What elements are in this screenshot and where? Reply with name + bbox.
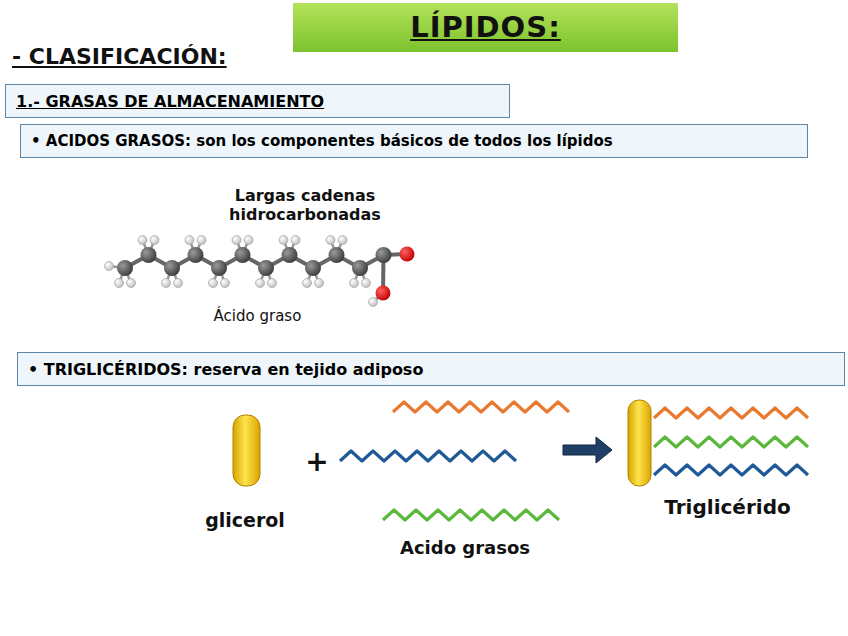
carbon-atom xyxy=(258,260,274,276)
hydrogen-atom xyxy=(232,236,241,245)
oxygen-atom xyxy=(400,247,415,262)
label: Acido grasos xyxy=(385,537,545,559)
label: + xyxy=(301,445,333,479)
carbon-atom xyxy=(211,260,227,276)
hydrogen-atom xyxy=(303,279,312,288)
hydrogen-atom xyxy=(338,236,347,245)
carbon-atom xyxy=(376,247,392,263)
hydrogen-atom xyxy=(326,236,335,245)
hydrogen-atom xyxy=(105,262,114,271)
carbon-atom xyxy=(352,260,368,276)
hydrogen-atom xyxy=(209,279,218,288)
box-text: • TRIGLICÉRIDOS: reserva en tejido adipo… xyxy=(18,360,433,379)
hydrogen-atom xyxy=(127,279,136,288)
hydrogen-atom xyxy=(369,298,378,307)
fatty-acid-chains xyxy=(340,402,808,520)
triglyceride-glycerol xyxy=(628,400,651,486)
label: Triglicérido xyxy=(650,495,805,519)
section-box: • ACIDOS GRASOS: son los componentes bás… xyxy=(20,124,808,158)
section-box: 1.- GRASAS DE ALMACENAMIENTO xyxy=(5,84,510,118)
oxygen-atom xyxy=(376,286,391,301)
hydrogen-atom xyxy=(291,236,300,245)
box-text: 1.- GRASAS DE ALMACENAMIENTO xyxy=(6,92,334,111)
hydrogen-atom xyxy=(244,236,253,245)
hydrogen-atom xyxy=(138,236,147,245)
title: LÍPIDOS: xyxy=(293,3,678,52)
box-text: • ACIDOS GRASOS: son los componentes bás… xyxy=(21,132,623,150)
label: - CLASIFICACIÓN: xyxy=(12,44,312,70)
carbon-atom xyxy=(329,247,345,263)
carbon-atom xyxy=(282,247,298,263)
hydrogen-atom xyxy=(197,236,206,245)
carbon-atom xyxy=(305,260,321,276)
chain xyxy=(654,465,808,475)
hydrogen-atom xyxy=(362,279,371,288)
hydrogen-atom xyxy=(350,279,359,288)
chain xyxy=(383,510,559,520)
hydrogen-atom xyxy=(185,236,194,245)
carbon-atom xyxy=(188,247,204,263)
chain xyxy=(654,437,808,447)
carbon-atom xyxy=(141,247,157,263)
hydrogen-atom xyxy=(115,279,124,288)
carbon-atom xyxy=(164,260,180,276)
hydrogen-atom xyxy=(268,279,277,288)
label: glicerol xyxy=(195,509,295,532)
section-box: • TRIGLICÉRIDOS: reserva en tejido adipo… xyxy=(17,352,845,386)
hydrogen-atom xyxy=(221,279,230,288)
carbon-atom xyxy=(117,260,133,276)
fatty-acid-molecule xyxy=(105,236,415,307)
chain xyxy=(340,451,516,461)
carbon-atom xyxy=(235,247,251,263)
chain xyxy=(654,408,808,418)
hydrogen-atom xyxy=(315,279,324,288)
hydrogen-atom xyxy=(150,236,159,245)
hydrogen-atom xyxy=(279,236,288,245)
chain xyxy=(393,402,569,412)
glycerol-cylinder xyxy=(233,415,260,486)
hydrogen-atom xyxy=(174,279,183,288)
hydrogen-atom xyxy=(162,279,171,288)
hydrogen-atom xyxy=(256,279,265,288)
label: Largas cadenas hidrocarbonadas xyxy=(215,186,395,224)
label: Ácido graso xyxy=(200,307,315,325)
reaction-arrow xyxy=(563,437,612,463)
